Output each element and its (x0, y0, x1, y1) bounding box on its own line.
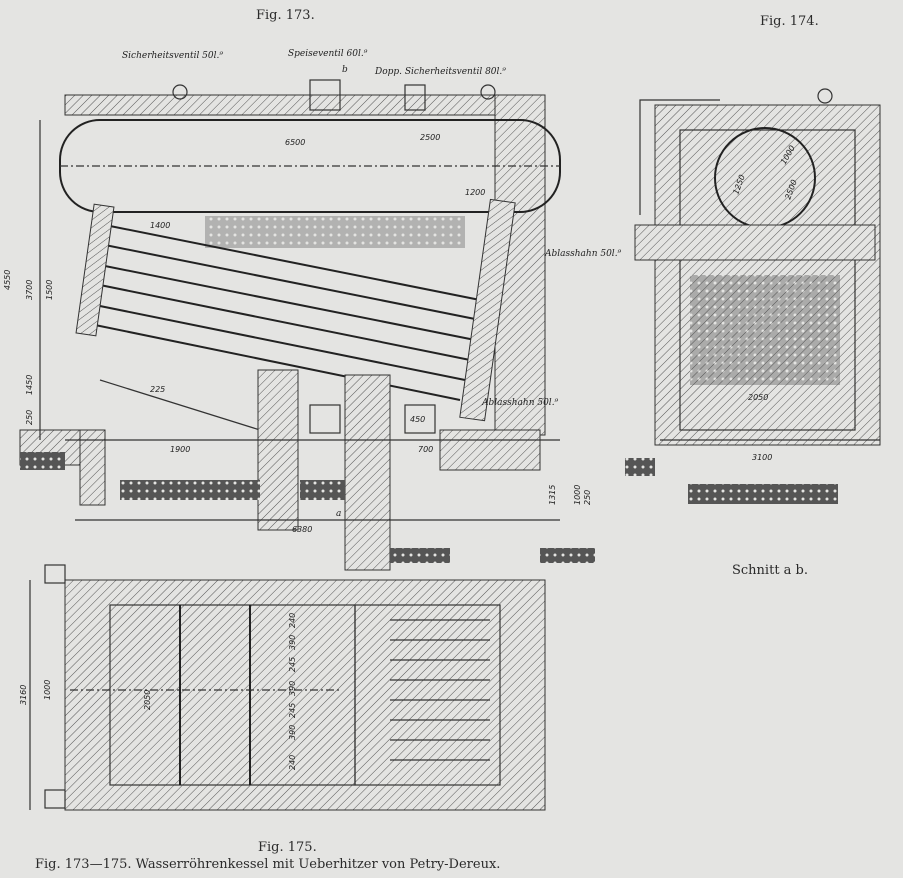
dimension-label: 390 (288, 681, 297, 696)
dimension-label: 1000 (43, 680, 52, 700)
section-marker-a: a (336, 509, 341, 519)
dimension-label: 245 (288, 703, 297, 718)
superheater-section (634, 224, 876, 261)
drain-label-2: Ablasshahn 50l.⁹ (481, 398, 559, 408)
dim: 700 (418, 445, 433, 454)
drain-label-1: Ablasshahn 50l.⁹ (544, 249, 622, 259)
dimension-label: 390 (288, 635, 297, 650)
rear-header (459, 198, 516, 422)
dim: 2500 (420, 133, 440, 142)
dim: 1900 (170, 445, 190, 454)
dim: 1200 (465, 188, 485, 197)
dimension-label: 240 (288, 613, 297, 628)
superheater (205, 216, 465, 248)
water-tubes (94, 224, 481, 401)
dim: 250 (25, 410, 34, 425)
grate (99, 379, 261, 431)
dim: 1000 (573, 485, 582, 505)
dimension-label: 245 (288, 657, 297, 672)
tube-rows (390, 619, 490, 761)
dimension-label: 2050 (143, 690, 152, 710)
dim: 225 (150, 385, 165, 394)
fig175-title: Fig. 175. (258, 840, 317, 855)
front-header (75, 203, 115, 337)
dim: 6500 (285, 138, 305, 147)
section-marker-b: b (342, 65, 348, 75)
plan-masonry (64, 579, 546, 811)
dim: 1450 (25, 375, 34, 395)
fig174-drawing: 1000 1250 2500 2050 3100 (625, 88, 881, 504)
top-masonry (64, 94, 546, 116)
figure-caption: Fig. 173—175. Wasserröhrenkessel mit Ueb… (35, 857, 501, 872)
dim: 450 (410, 415, 425, 424)
dim: 250 (583, 490, 592, 505)
dim: 1315 (548, 485, 557, 505)
fig173-drawing: Sicherheitsventil 50l.⁹ Speiseventil 60l… (3, 49, 622, 571)
dim: 1400 (150, 221, 170, 230)
dimension-label: 3160 (19, 685, 28, 705)
dimension-label: 3100 (752, 453, 772, 462)
dimension-label: 2050 (748, 393, 768, 402)
valve-label-feed: Speiseventil 60l.⁹ (288, 49, 368, 59)
dim: 4550 (3, 270, 12, 290)
valve-label-double-safety: Dopp. Sicherheitsventil 80l.⁹ (374, 67, 506, 77)
dimension-label: 240 (288, 755, 297, 770)
dim: 3700 (25, 280, 34, 300)
dimension-label: 390 (288, 725, 297, 740)
tube-bank (690, 275, 840, 385)
fig173-title: Fig. 173. (256, 8, 315, 23)
dim: 1500 (45, 280, 54, 300)
fig174-title: Fig. 174. (760, 14, 819, 29)
dim: 6380 (292, 525, 312, 534)
valve-label-safety: Sicherheitsventil 50l.⁹ (122, 51, 223, 61)
fig175-drawing: 3160 1000 2050 240 390 245 390 245 390 2… (19, 564, 546, 811)
section-label: Schnitt a b. (732, 563, 809, 578)
